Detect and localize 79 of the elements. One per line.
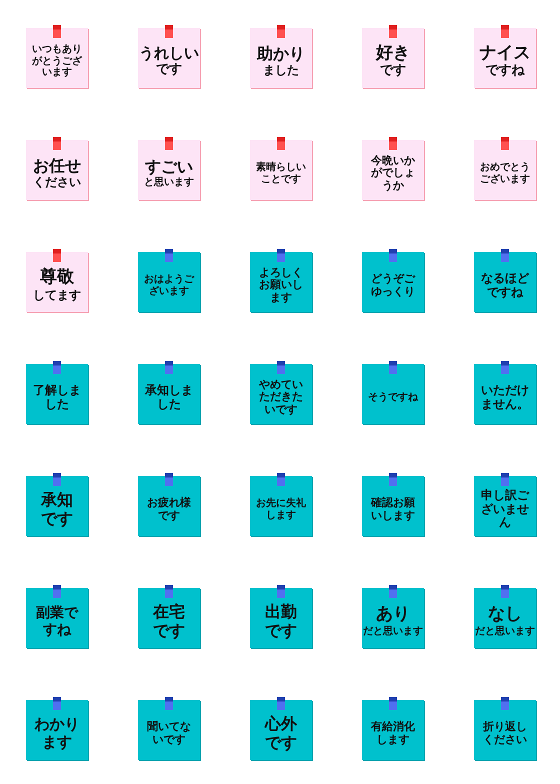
note-text: 在宅です xyxy=(152,603,186,640)
note-text: うれしい xyxy=(138,44,200,62)
sticky-note xyxy=(26,700,88,760)
note-text: お疲れ様です xyxy=(146,496,192,522)
note-text: です xyxy=(379,64,407,80)
note-text: 確認お願いします xyxy=(370,496,416,522)
note-text: ですね xyxy=(484,64,526,80)
note-text: お先に失礼します xyxy=(255,498,307,521)
note-text: してます xyxy=(32,288,82,303)
note-text: 出勤です xyxy=(264,603,298,640)
note-text: わかります xyxy=(34,716,80,751)
note-text: 承知です xyxy=(40,491,74,528)
sticky-note xyxy=(474,700,536,760)
note-text: 素晴らしいことです xyxy=(255,162,307,185)
note-text: 尊敬 xyxy=(38,268,75,288)
note-text: 折り返しください xyxy=(482,720,528,746)
sticky-note xyxy=(138,364,200,424)
sticky-note xyxy=(474,364,536,424)
sticky-note xyxy=(250,588,312,648)
sticky-note xyxy=(474,476,536,536)
sticky-note xyxy=(250,700,312,760)
note-text: です xyxy=(155,63,183,78)
sticky-note xyxy=(250,476,312,536)
sticky-note xyxy=(474,28,536,88)
sticky-note xyxy=(362,252,424,312)
note-text: なし xyxy=(486,605,523,626)
note-text: ナイス xyxy=(478,44,532,64)
sticky-note xyxy=(138,700,200,760)
note-text: どうぞごゆっくり xyxy=(370,272,416,298)
note-text: 承知しました xyxy=(144,384,194,412)
note-text: 了解しました xyxy=(32,384,82,412)
sticky-note xyxy=(362,28,424,88)
sticky-note xyxy=(26,588,88,648)
note-text: そうですね xyxy=(367,392,419,404)
note-text: なるほどですね xyxy=(480,272,530,300)
sticky-note xyxy=(138,28,200,88)
sticky-note xyxy=(250,140,312,200)
note-text: 心外です xyxy=(264,715,298,752)
sticky-note xyxy=(250,364,312,424)
sticky-note xyxy=(250,252,312,312)
note-text: ください xyxy=(32,176,82,190)
note-text: いつもありがとうございます xyxy=(31,44,83,79)
note-text: おはようございます xyxy=(143,274,195,297)
note-text: 今晩いかがでしょうか xyxy=(370,154,416,192)
sticky-note xyxy=(474,252,536,312)
sticky-note xyxy=(250,28,312,88)
sticky-note xyxy=(474,140,536,200)
note-text: 副業ですね xyxy=(35,605,80,638)
sticky-note xyxy=(26,140,88,200)
note-text: だと思います xyxy=(362,626,424,638)
sticky-note xyxy=(26,252,88,312)
sticky-note xyxy=(362,588,424,648)
sticky-note xyxy=(362,364,424,424)
note-text: 好き xyxy=(374,44,411,64)
note-text: やめていただきたいです xyxy=(258,378,304,416)
note-text: すごい xyxy=(144,158,194,176)
note-text: 有給消化します xyxy=(370,720,416,746)
note-text: お任せ xyxy=(32,156,82,176)
note-text: 聞いてないです xyxy=(146,720,192,746)
sticky-note xyxy=(138,252,200,312)
note-text: いただけません。 xyxy=(480,384,530,412)
sticky-note xyxy=(362,476,424,536)
sticky-note xyxy=(362,700,424,760)
note-text: よろしくお願いします xyxy=(258,266,304,304)
sticky-note xyxy=(138,476,200,536)
note-text: だと思います xyxy=(474,626,536,638)
note-text: ました xyxy=(262,64,300,78)
sticky-note xyxy=(138,588,200,648)
sticky-note xyxy=(26,28,88,88)
sticky-note xyxy=(26,476,88,536)
sticky-note xyxy=(138,140,200,200)
sticky-note xyxy=(362,140,424,200)
sticky-note xyxy=(26,364,88,424)
note-text: と思います xyxy=(143,177,195,189)
sticky-note xyxy=(474,588,536,648)
note-text: おめでとうございます xyxy=(479,162,531,185)
note-text: 助かり xyxy=(256,44,306,64)
note-text: あり xyxy=(374,605,411,626)
note-text: 申し訳ございません xyxy=(480,488,530,530)
